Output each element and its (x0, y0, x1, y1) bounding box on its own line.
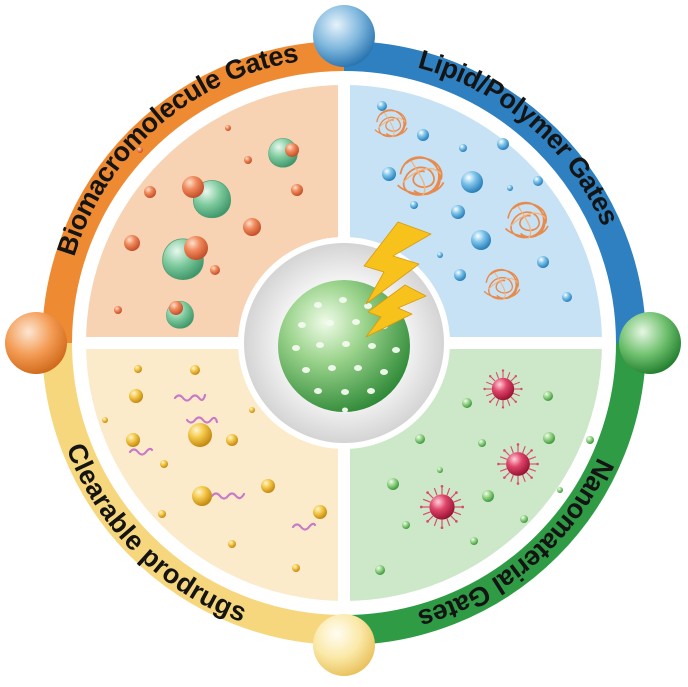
prodrug-chain-icon (210, 492, 246, 500)
prodrug-chain-icon (291, 522, 317, 531)
ring-segment-biomacromolecule (42, 41, 345, 344)
prodrug-chain-icon (185, 416, 219, 424)
polymer-coil-and-blue-sphere-icons (374, 101, 572, 302)
spiky-nanoparticle-and-green-sphere-icons (375, 368, 594, 575)
ring-node-right (619, 312, 681, 374)
ring-node-left (5, 312, 67, 374)
ring-node-bottom (313, 614, 375, 676)
ring-segment-nanomaterial (343, 342, 646, 645)
prodrug-chain-icon (173, 393, 207, 402)
prodrug-chain-and-yellow-sphere-icons (102, 365, 327, 572)
ring-nodes (5, 5, 681, 676)
ring-segment-lipid-polymer (343, 41, 646, 344)
ring-segment-clearable-prodrugs (42, 342, 345, 645)
ring-node-top (313, 5, 375, 67)
enzyme-and-cargo-sphere-icons (114, 125, 303, 329)
lightning-bolt-icon (363, 221, 432, 338)
prodrug-chain-icon (128, 447, 154, 456)
outer-ring (42, 41, 646, 645)
